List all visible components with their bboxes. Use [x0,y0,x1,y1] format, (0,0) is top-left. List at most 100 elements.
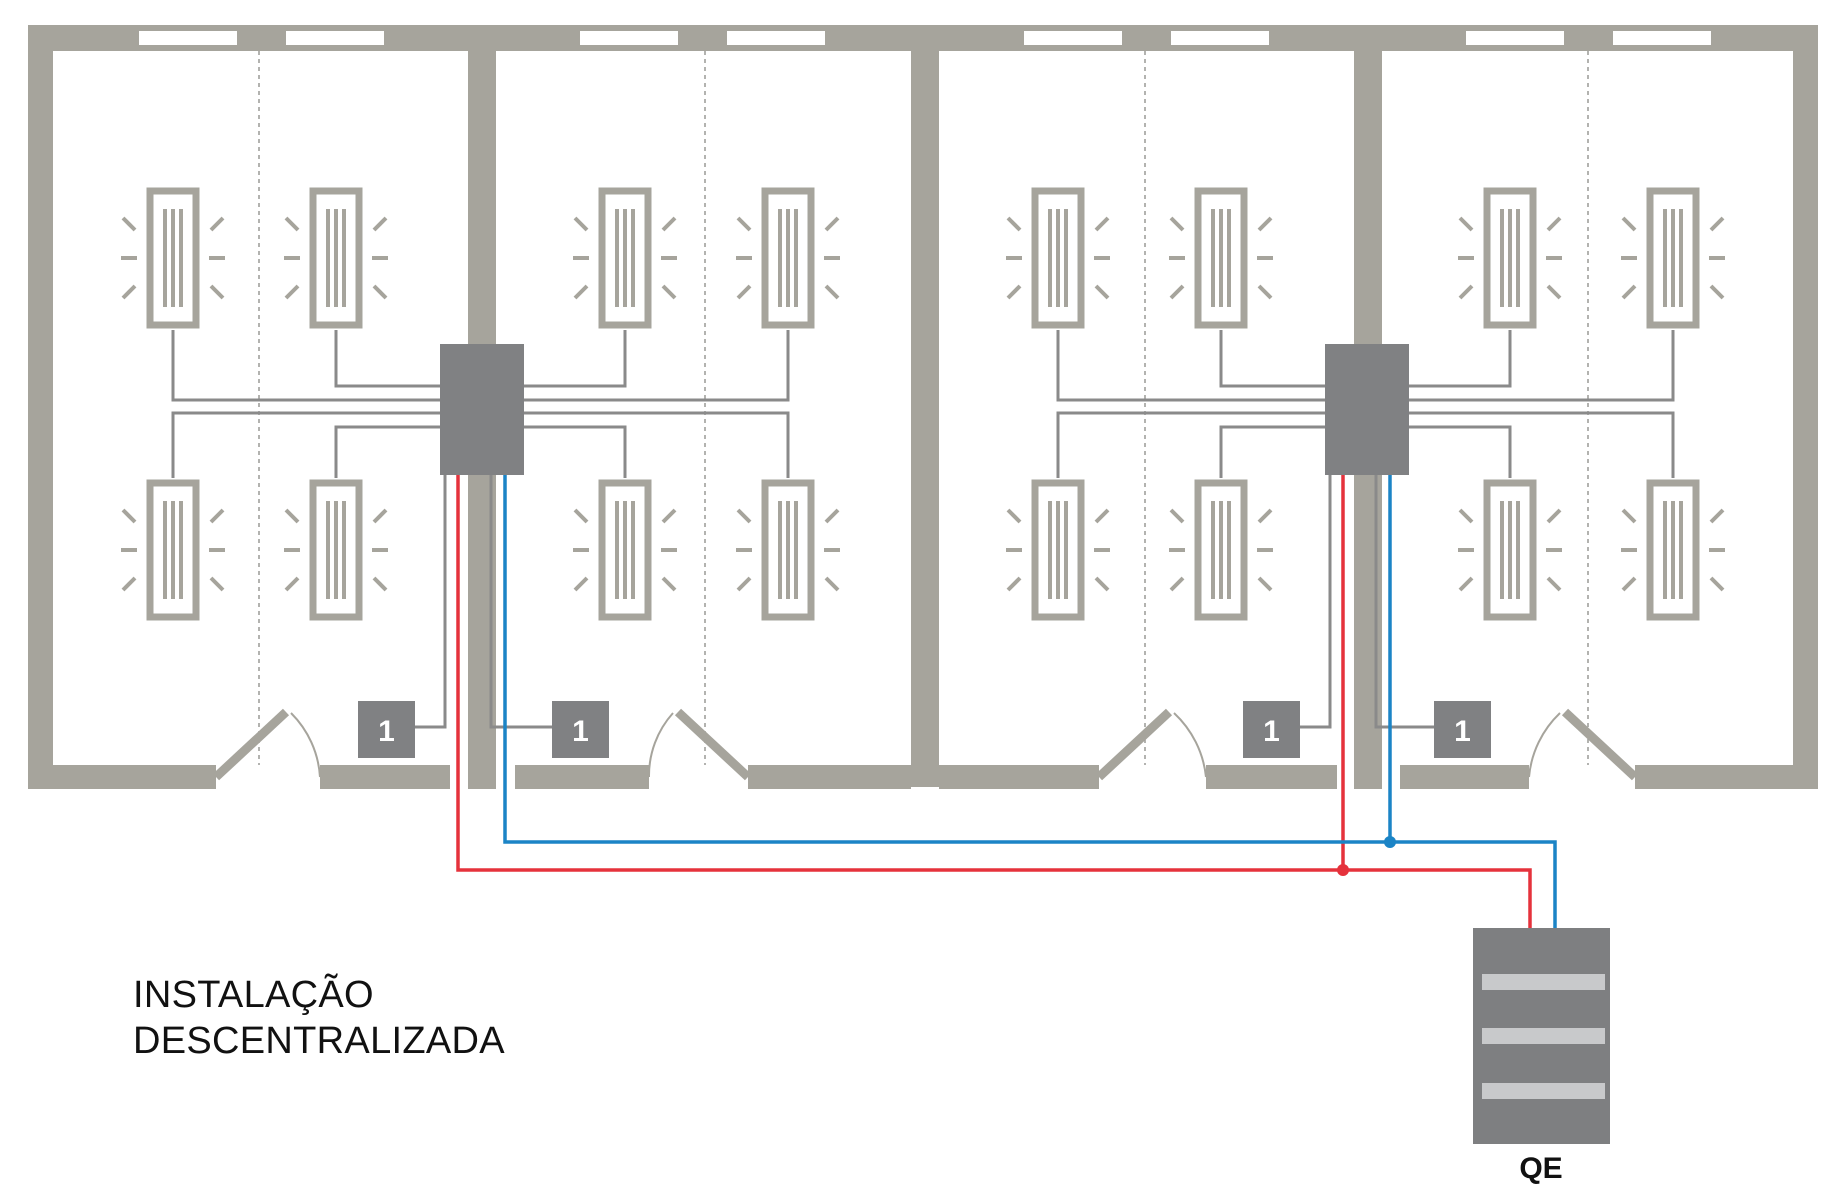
light-ray [1094,508,1110,524]
light-ray [1546,216,1562,232]
luminaire-cable [1056,330,1325,402]
light-ray [372,576,388,592]
light-ray [372,284,388,300]
luminaire-tube [1516,209,1520,307]
room-division-lines [258,51,1589,765]
switch-label: 1 [1454,715,1471,748]
caption-line-1: INSTALAÇÃO [133,974,374,1016]
light-ray [1094,216,1110,232]
switch-label: 1 [572,715,589,748]
panel-breaker-slot [1482,974,1605,990]
luminaire-cable [524,330,790,402]
luminaire-tube [615,501,619,599]
luminaire-tube [326,209,330,307]
light-ray [1006,216,1022,232]
light-ray [284,284,300,300]
luminaire-tube [342,501,346,599]
light-ray [372,216,388,232]
luminaire-tube [778,501,782,599]
light-ray [736,284,752,300]
luminaire [1006,479,1110,621]
luminaire [573,479,677,621]
luminaire-tube [631,209,635,307]
light-ray [209,216,225,232]
light-ray [736,216,752,232]
luminaire-tube [1679,501,1683,599]
light-ray [1546,284,1562,300]
caption-line-2: DESCENTRALIZADA [133,1020,505,1062]
luminaire-tube [171,209,175,307]
luminaire [1458,479,1562,621]
luminaire [1169,479,1273,621]
window [1024,31,1122,45]
panel-breaker-slot [1482,1028,1605,1044]
luminaire-tube [794,501,798,599]
switch-box [1243,701,1300,758]
luminaire-cable [1219,330,1325,388]
luminaire-tube [1227,209,1231,307]
luminaire-tube [1048,209,1052,307]
luminaire-tube [1219,501,1223,599]
door-swing [1528,712,1561,778]
luminaire-tube [778,209,782,307]
doors [212,708,1639,781]
light-ray [1709,284,1725,300]
luminaire-tube [1048,501,1052,599]
window [1171,31,1269,45]
light-ray [209,576,225,592]
luminaire [1169,187,1273,329]
luminaire [736,479,840,621]
door-leaf [674,708,752,781]
light-ray [1257,508,1273,524]
window [1466,31,1564,45]
light-ray [1546,508,1562,524]
wall-segment [1354,765,1382,789]
light-ray [573,576,589,592]
wall-segment [748,765,911,789]
luminaire-tube [1064,501,1068,599]
luminaire-cable [1409,411,1675,478]
light-ray [1458,284,1474,300]
light-ray [1546,576,1562,592]
luminaire-tube [623,209,627,307]
luminaire-tube [1211,501,1215,599]
light-ray [1169,508,1185,524]
luminaire-tube [1508,209,1512,307]
light-ray [1094,576,1110,592]
luminaire-tube [1219,209,1223,307]
panel-label: QE [1519,1152,1562,1185]
luminaire [284,187,388,329]
light-ray [209,508,225,524]
wall-segment [1635,765,1818,789]
luminaire-tube [786,209,790,307]
switch-box [1434,701,1491,758]
wall-segment [1206,765,1337,789]
luminaire [1621,479,1725,621]
luminaire-tube [615,209,619,307]
door-swing [1173,712,1207,778]
switch-box [552,701,609,758]
light-ray [284,576,300,592]
luminaire-tube [623,501,627,599]
luminaire-cable [524,425,627,478]
door-swing [290,712,321,778]
luminaire [736,187,840,329]
light-ray [1709,576,1725,592]
luminaire-cable [171,330,440,402]
luminaire-cable [1219,425,1325,478]
luminaire-tube [334,501,338,599]
luminaire-tube [1500,501,1504,599]
luminaire-cable [524,411,790,478]
light-ray [284,508,300,524]
light-ray [1458,508,1474,524]
floor-plan-walls [28,25,1818,789]
luminaire-cable [1374,475,1434,729]
luminaire-tube [342,209,346,307]
light-ray [1709,508,1725,524]
luminaire-cable [489,475,552,729]
light-ray [1621,508,1637,524]
wall-segment [1400,765,1529,789]
luminaire [284,479,388,621]
luminaire-tube [163,501,167,599]
